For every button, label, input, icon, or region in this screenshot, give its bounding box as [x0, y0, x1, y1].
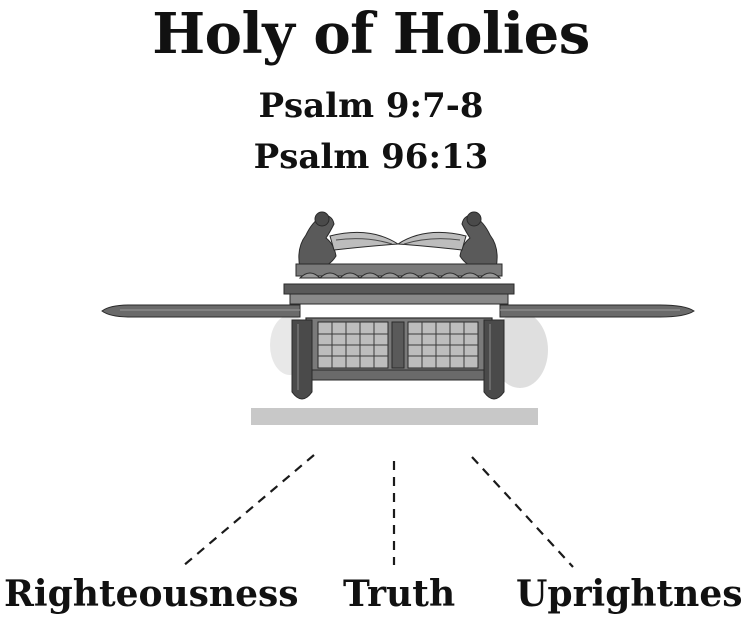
ark-base-bar	[251, 408, 538, 425]
scripture-reference-1: Psalm 9:7-8	[258, 86, 484, 126]
mercy-seat	[283, 263, 515, 305]
ark-chest	[299, 317, 499, 381]
page-title: Holy of Holies	[152, 1, 590, 67]
ark-of-the-covenant-icon	[101, 211, 695, 400]
scripture-reference-2: Psalm 96:13	[253, 137, 489, 177]
cherubim	[298, 211, 498, 269]
connector-uprightness	[471, 456, 574, 568]
attribute-uprightness: Uprightness	[516, 573, 742, 615]
attribute-truth: Truth	[343, 573, 456, 615]
connector-righteousness	[182, 454, 315, 567]
ark-feet	[291, 319, 505, 400]
carrying-poles	[101, 304, 695, 318]
attribute-righteousness: Righteousness	[4, 573, 299, 615]
